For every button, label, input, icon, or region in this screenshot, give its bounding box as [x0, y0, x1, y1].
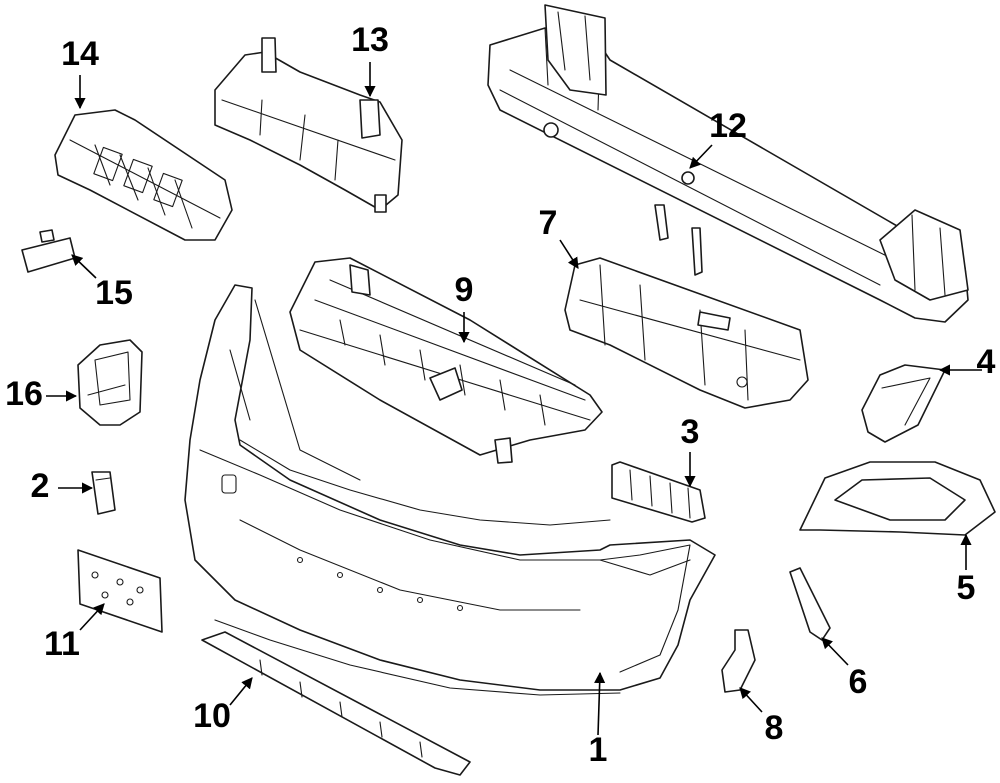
callout-11: 11	[44, 625, 80, 663]
part-4-side-bracket	[861, 364, 946, 443]
callout-8: 8	[765, 709, 784, 747]
callout-15: 15	[95, 274, 133, 312]
callout-leaders	[46, 62, 982, 736]
leader-12	[689, 144, 713, 169]
callout-5: 5	[957, 569, 976, 607]
callout-16: 16	[5, 375, 43, 413]
part-8-lower-bracket	[721, 629, 756, 693]
callout-13: 13	[351, 21, 389, 59]
callout-10: 10	[193, 697, 231, 735]
callout-4: 4	[977, 343, 996, 381]
part-14-energy-absorber	[54, 109, 233, 241]
part-5-fog-bezel	[799, 461, 996, 536]
part-10-lower-strip	[201, 631, 471, 776]
callout-7: 7	[539, 204, 558, 242]
part-3-sensor-bracket	[611, 461, 706, 523]
callout-3: 3	[681, 413, 700, 451]
callout-numbers: 1 2 3 4 5 6 7 8 9 10 11 12 13 14 15 16	[5, 21, 995, 769]
leader-1	[594, 671, 606, 736]
part-11-license-bracket	[77, 549, 163, 633]
part-16-bracket	[77, 339, 143, 426]
callout-6: 6	[849, 663, 868, 701]
callout-9: 9	[455, 271, 474, 309]
part-2-clip	[91, 471, 116, 515]
leader-15	[71, 254, 97, 279]
part-12-reinforcement-beam	[487, 4, 969, 323]
callout-12: 12	[709, 107, 747, 145]
part-9-grille	[289, 257, 603, 464]
part-6-trim-strip	[789, 567, 831, 641]
leader-10	[229, 677, 253, 706]
part-7-upper-absorber	[564, 257, 809, 409]
leader-8	[739, 687, 763, 713]
callout-14: 14	[61, 35, 99, 73]
leader-6	[821, 637, 849, 666]
part-13-center-bracket	[214, 37, 403, 213]
callout-1: 1	[589, 731, 608, 769]
leader-11	[79, 603, 105, 631]
callout-2: 2	[31, 467, 50, 505]
part-15-sensor	[21, 229, 76, 273]
leader-7	[559, 239, 579, 269]
part-1-bumper-cover	[184, 284, 716, 696]
